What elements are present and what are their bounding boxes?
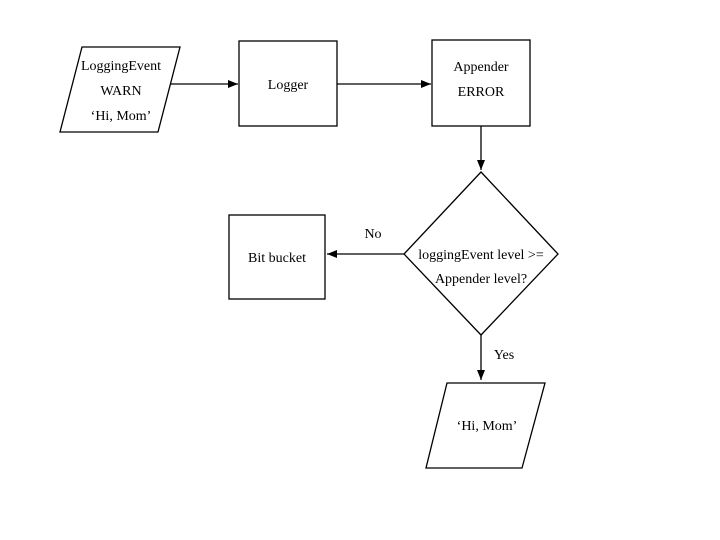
node-logger: Logger (238, 40, 338, 127)
appender-line-1: Appender (453, 60, 509, 75)
rectangle-shape (228, 214, 326, 300)
parallelogram-shape (425, 382, 546, 469)
rectangle-shape (431, 39, 531, 127)
node-bit-bucket: Bit bucket (228, 214, 326, 300)
no-edge-label: No (364, 227, 381, 242)
logging-event-line-2: WARN (100, 84, 141, 99)
node-level-check: loggingEvent level >= Appender level? (403, 171, 559, 336)
yes-edge-label: Yes (494, 348, 514, 363)
logging-event-line-3: ‘Hi, Mom’ (91, 109, 152, 124)
appender-line-2: ERROR (458, 85, 505, 100)
logger-label: Logger (268, 78, 309, 93)
logging-event-line-1: LoggingEvent (81, 59, 161, 74)
rectangle-shape (238, 40, 338, 127)
bit-bucket-label: Bit bucket (248, 251, 306, 266)
parallelogram-shape (59, 46, 181, 133)
output-message-label: ‘Hi, Mom’ (457, 419, 518, 434)
level-check-line-1: loggingEvent level >= (418, 248, 544, 263)
node-appender: Appender ERROR (431, 39, 531, 127)
level-check-line-2: Appender level? (435, 272, 527, 287)
node-logging-event: LoggingEvent WARN ‘Hi, Mom’ (59, 46, 181, 133)
node-output-message: ‘Hi, Mom’ (425, 382, 546, 469)
